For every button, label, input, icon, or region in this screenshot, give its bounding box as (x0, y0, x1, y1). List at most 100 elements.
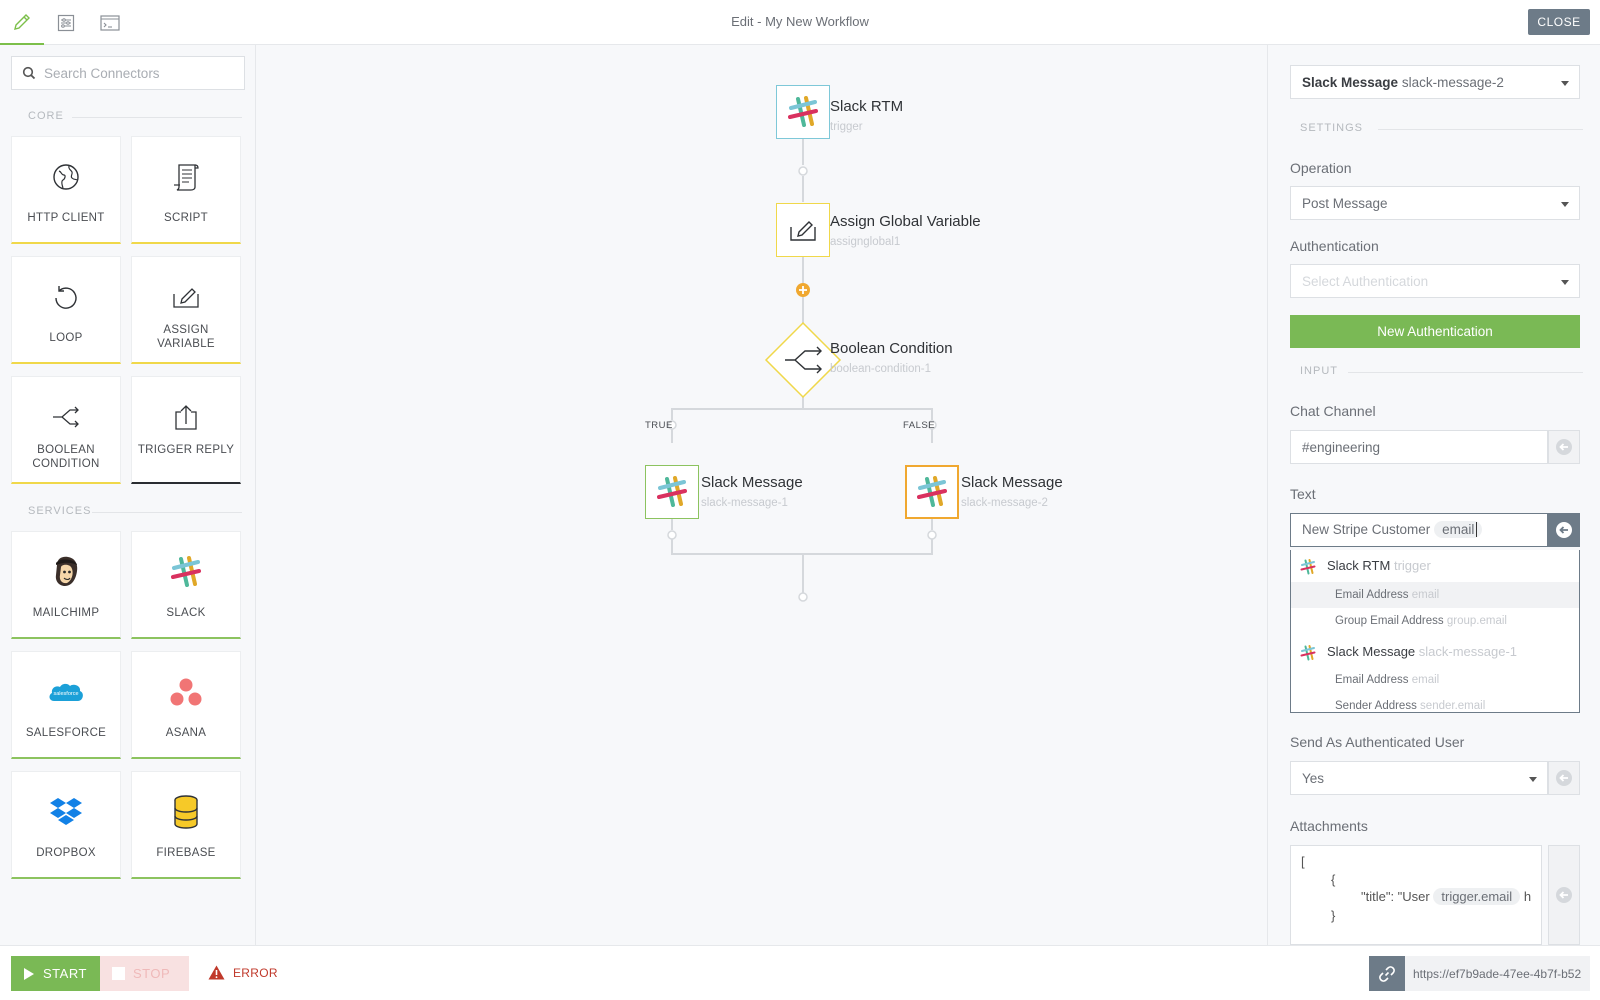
node-assign-global-variable[interactable] (776, 203, 830, 257)
settings-mode-tab[interactable] (44, 0, 88, 45)
bottom-toolbar: START STOP ERROR https://ef7b9ade-47ee-4… (0, 945, 1600, 1000)
webhook-url[interactable]: https://ef7b9ade-47ee-4b7f-b52 (1405, 956, 1590, 991)
connector-dot[interactable] (667, 530, 677, 540)
core-section-divider (72, 117, 242, 118)
page-title: Edit - My New Workflow (731, 14, 869, 29)
chat-channel-input[interactable]: #engineering (1290, 430, 1548, 464)
node-title: Assign Global Variable (830, 213, 981, 230)
tile-script[interactable]: SCRIPT (131, 136, 241, 244)
settings-sliders-icon (57, 14, 75, 31)
start-button[interactable]: START (11, 956, 100, 991)
globe-icon (53, 164, 79, 190)
tile-label: SALESFORCE (25, 727, 107, 739)
assign-variable-icon (173, 288, 199, 308)
variable-autocomplete-dropdown: Slack RTM trigger Email Address email Gr… (1290, 550, 1580, 713)
tile-assign-variable[interactable]: ASSIGN VARIABLE (131, 256, 241, 364)
connector-dot[interactable] (667, 420, 677, 430)
dropdown-item[interactable]: Sender Address sender.email (1291, 693, 1579, 712)
tile-label: DROPBOX (36, 847, 96, 859)
stop-button[interactable]: STOP (100, 956, 189, 991)
text-input[interactable]: New Stripe Customer email (1290, 513, 1548, 547)
node-slack-rtm[interactable] (776, 85, 830, 139)
asana-icon (170, 678, 202, 706)
text-token-pill[interactable]: email (1434, 521, 1483, 538)
node-title: Slack RTM (830, 98, 904, 115)
tile-http-client[interactable]: HTTP CLIENT (11, 136, 121, 244)
search-icon (22, 66, 36, 80)
settings-divider (1378, 129, 1583, 130)
code-token-pill[interactable]: trigger.email (1433, 888, 1521, 905)
workflow-canvas[interactable]: Slack RTM trigger Assign Global Variable… (257, 45, 1267, 945)
tile-mailchimp[interactable]: MAILCHIMP (11, 531, 121, 639)
stop-label: STOP (133, 966, 171, 981)
chat-channel-map-button[interactable] (1548, 430, 1580, 464)
copy-link-button[interactable] (1369, 956, 1405, 991)
tile-label: MAILCHIMP (32, 607, 100, 619)
node-slack-message-1[interactable] (645, 465, 699, 519)
connector-dot[interactable] (798, 166, 808, 176)
slack-icon (171, 556, 201, 587)
node-subtitle: boolean-condition-1 (830, 363, 932, 375)
tile-asana[interactable]: ASANA (131, 651, 241, 759)
tile-salesforce[interactable]: salesforce SALESFORCE (11, 651, 121, 759)
tile-firebase[interactable]: FIREBASE (131, 771, 241, 879)
firebase-icon (174, 795, 198, 829)
connector-dot[interactable] (927, 420, 937, 430)
search-connectors-input[interactable] (44, 57, 240, 89)
operation-label: Operation (1290, 160, 1352, 176)
node-subtitle: slack-message-2 (961, 497, 1048, 509)
node-slack-message-2[interactable] (905, 465, 959, 519)
send-as-user-select[interactable]: Yes (1290, 761, 1548, 795)
tile-label: LOOP (49, 332, 83, 344)
dropdown-item[interactable]: Email Address email (1291, 667, 1579, 693)
step-select[interactable]: Slack Message slack-message-2 (1290, 65, 1580, 99)
new-authentication-button[interactable]: New Authentication (1290, 315, 1580, 348)
group-id: trigger (1393, 558, 1431, 573)
tile-dropbox[interactable]: DROPBOX (11, 771, 121, 879)
tile-trigger-reply[interactable]: TRIGGER REPLY (131, 376, 241, 484)
tile-label: ASSIGN VARIABLE (157, 324, 215, 350)
connector-dot[interactable] (927, 530, 937, 540)
tile-label: BOOLEAN CONDITION (32, 444, 100, 470)
tile-loop[interactable]: LOOP (11, 256, 121, 364)
dropdown-item[interactable]: Email Address email (1291, 582, 1579, 608)
attachments-map-button[interactable] (1548, 845, 1580, 945)
stop-icon (112, 967, 125, 980)
text-map-button[interactable] (1548, 513, 1580, 547)
salesforce-icon: salesforce (49, 683, 83, 701)
chevron-down-icon (1529, 777, 1537, 782)
close-button[interactable]: CLOSE (1528, 9, 1590, 35)
operation-select[interactable]: Post Message (1290, 186, 1580, 220)
item-path: email (1411, 589, 1440, 601)
chat-channel-label: Chat Channel (1290, 403, 1376, 419)
add-step-button[interactable] (796, 283, 810, 297)
attachments-editor[interactable]: [ { "title": "User trigger.email h } (1290, 845, 1542, 945)
arrow-left-circle-icon (1556, 887, 1572, 903)
chevron-down-icon (1561, 202, 1569, 207)
node-subtitle: slack-message-1 (701, 497, 788, 509)
send-as-user-value: Yes (1302, 771, 1325, 786)
send-as-map-button[interactable] (1548, 761, 1580, 795)
error-status[interactable]: ERROR (208, 965, 278, 980)
slack-icon (657, 476, 687, 507)
edit-mode-tab[interactable] (0, 0, 44, 45)
connector-dot[interactable] (798, 592, 808, 602)
send-as-user-label: Send As Authenticated User (1290, 734, 1465, 750)
operation-value: Post Message (1302, 196, 1388, 211)
authentication-select[interactable]: Select Authentication (1290, 264, 1580, 298)
tile-label: SLACK (166, 607, 206, 619)
tile-slack[interactable]: SLACK (131, 531, 241, 639)
console-mode-tab[interactable] (88, 0, 132, 45)
node-subtitle: trigger (830, 121, 863, 133)
branch-icon (785, 346, 822, 374)
text-cursor (1476, 522, 1482, 537)
boolean-condition-node-shape[interactable] (764, 321, 842, 399)
attachments-label: Attachments (1290, 818, 1368, 834)
arrow-left-circle-icon (1556, 770, 1572, 786)
input-divider (1348, 372, 1583, 373)
arrow-left-circle-icon (1556, 522, 1572, 538)
node-title: Boolean Condition (830, 340, 953, 357)
tile-boolean-condition[interactable]: BOOLEAN CONDITION (11, 376, 121, 484)
dropdown-item[interactable]: Group Email Address group.email (1291, 608, 1579, 634)
core-section-heading: CORE (28, 110, 64, 122)
